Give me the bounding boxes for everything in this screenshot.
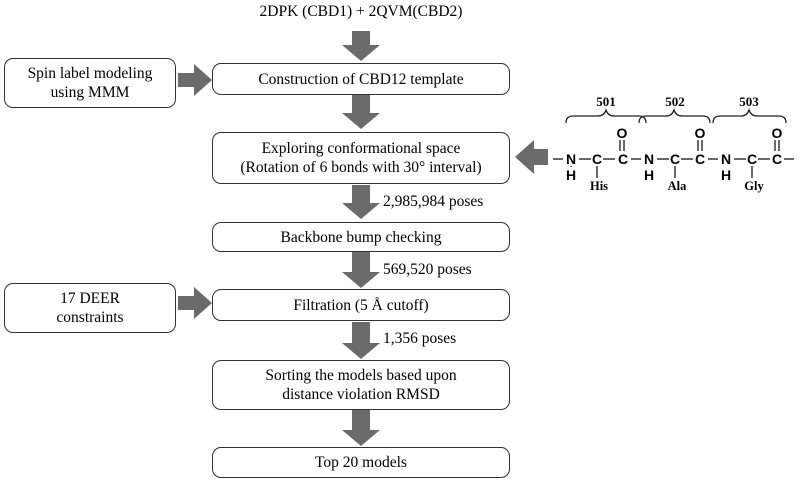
arrow-right-deer: [178, 287, 212, 319]
brace-502: [638, 107, 711, 124]
atom-carbonyl-carbon-2: C: [695, 151, 705, 167]
atom-carbonyl-carbon-3: C: [772, 151, 782, 167]
atom-nitrogen-3: N: [721, 151, 731, 167]
arrow-down-4: [342, 252, 380, 288]
brace-501: [565, 107, 647, 124]
pose-count-filtration: 1,356 poses: [383, 330, 457, 347]
step-sorting: Sorting the models based upon distance v…: [212, 360, 510, 410]
pose-count-bump: 569,520 poses: [383, 261, 472, 278]
residue-number-501: 501: [596, 94, 616, 109]
arrow-down-1: [342, 31, 380, 61]
atom-alpha-carbon-2: C: [670, 151, 680, 167]
arrow-down-5: [342, 322, 380, 359]
side-input-deer: 17 DEER constraints: [4, 283, 176, 333]
atom-carbonyl-carbon-1: C: [618, 151, 628, 167]
atom-oxygen-2: O: [695, 125, 706, 141]
arrow-down-2: [342, 94, 380, 129]
step-top-models: Top 20 models: [212, 447, 510, 478]
residue-number-502: 502: [665, 94, 685, 109]
atom-alpha-carbon-1: C: [592, 151, 602, 167]
brace-503: [712, 107, 787, 124]
side-input-spin-label: Spin label modeling using MMM: [4, 58, 176, 108]
step-construction: Construction of CBD12 template: [212, 63, 510, 95]
step-bump-check: Backbone bump checking: [212, 222, 510, 252]
arrow-left-backbone: [515, 140, 548, 174]
atom-hydrogen-3: H: [721, 167, 731, 183]
atom-nitrogen-2: N: [644, 151, 654, 167]
atom-nitrogen-1: N: [566, 151, 576, 167]
arrow-right-spin: [178, 64, 212, 96]
atom-alpha-carbon-3: C: [747, 151, 757, 167]
arrow-down-6: [342, 410, 380, 446]
atom-hydrogen-1: H: [566, 167, 576, 183]
pose-count-exploring: 2,985,984 poses: [383, 193, 484, 210]
side-chain-ala: Ala: [668, 179, 688, 193]
arrow-down-3: [342, 185, 380, 219]
atom-oxygen-3: O: [772, 125, 783, 141]
backbone-bonds: [553, 140, 794, 178]
side-chain-gly: Gly: [744, 179, 764, 193]
step-filtration: Filtration (5 Å cutoff): [212, 289, 510, 321]
residue-braces: [565, 107, 787, 124]
input-structures-label: 2DPK (CBD1) + 2QVM(CBD2): [259, 3, 463, 20]
side-chain-his: His: [590, 179, 608, 193]
step-exploring: Exploring conformational space (Rotation…: [212, 132, 510, 184]
atom-oxygen-1: O: [617, 125, 628, 141]
residue-number-503: 503: [739, 94, 759, 109]
peptide-backbone: 501 502 503 O O O N C C N C C N C C H H …: [553, 94, 794, 193]
atom-hydrogen-2: H: [644, 167, 654, 183]
